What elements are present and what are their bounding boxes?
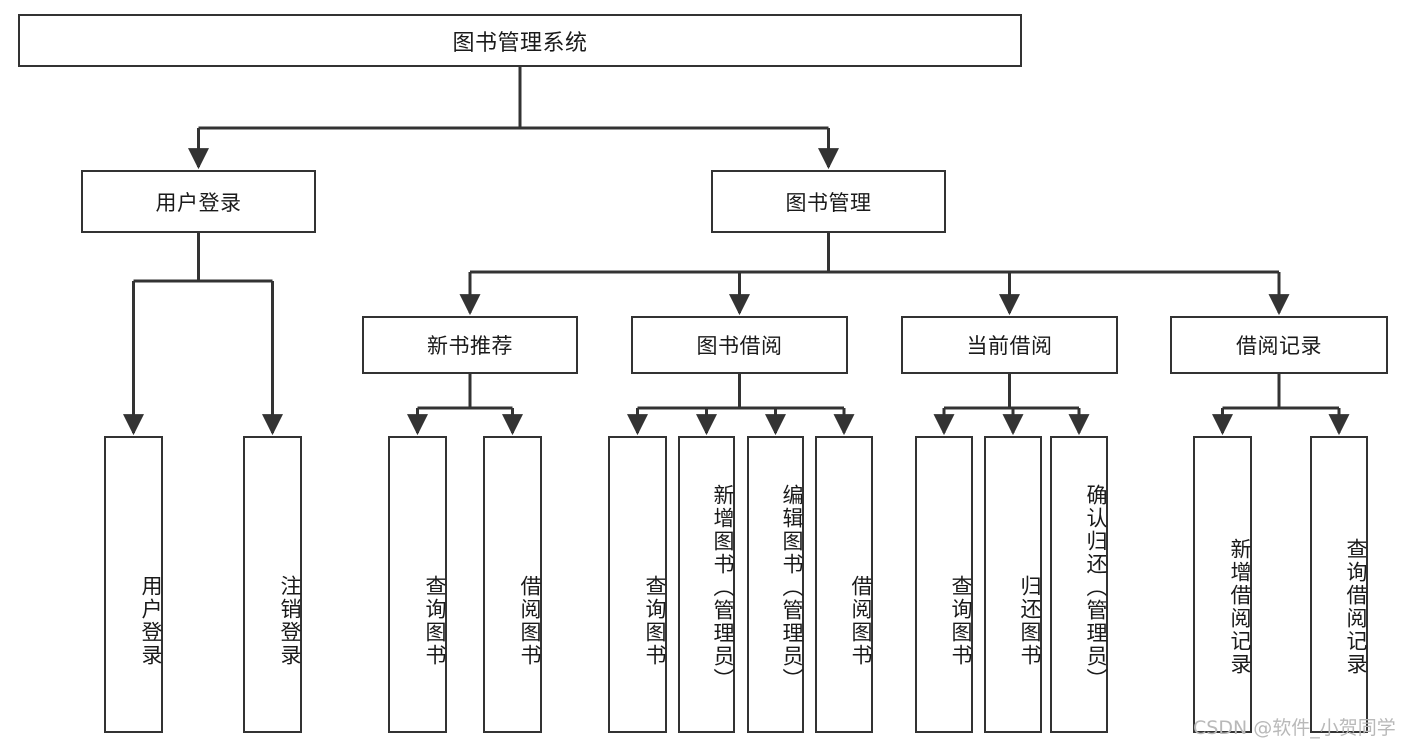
node-label: 确认归还（管理员）	[1084, 484, 1108, 691]
node-leaf-add-borrow-record[interactable]: 新增借阅记录	[1193, 436, 1252, 733]
node-borrow-record[interactable]: 借阅记录	[1170, 316, 1388, 374]
node-leaf-query-book-1[interactable]: 查询图书	[388, 436, 447, 733]
node-leaf-borrow-book-1[interactable]: 借阅图书	[483, 436, 542, 733]
node-root[interactable]: 图书管理系统	[18, 14, 1022, 67]
node-current-borrow[interactable]: 当前借阅	[901, 316, 1118, 374]
node-leaf-user-login[interactable]: 用户登录	[104, 436, 163, 733]
node-label: 图书管理	[785, 190, 872, 215]
node-leaf-query-book-2[interactable]: 查询图书	[608, 436, 667, 733]
node-label: 编辑图书（管理员）	[780, 484, 804, 691]
node-label: 用户登录	[139, 574, 163, 667]
node-user-login[interactable]: 用户登录	[81, 170, 316, 233]
node-label: 借阅记录	[1236, 334, 1322, 358]
node-label: 查询图书	[949, 574, 973, 667]
node-book-borrow[interactable]: 图书借阅	[631, 316, 848, 374]
node-leaf-logout[interactable]: 注销登录	[243, 436, 302, 733]
node-label: 查询图书	[423, 574, 447, 667]
node-label: 借阅图书	[518, 574, 542, 667]
node-label: 新书推荐	[427, 334, 513, 358]
node-label: 注销登录	[278, 574, 302, 667]
node-label: 用户登录	[155, 190, 242, 215]
node-label: 借阅图书	[849, 574, 873, 667]
node-leaf-query-book-3[interactable]: 查询图书	[915, 436, 973, 733]
node-label: 查询图书	[643, 574, 667, 667]
csdn-watermark: CSDN @软件_小贺同学	[1193, 717, 1396, 739]
node-label: 归还图书	[1018, 574, 1042, 667]
node-leaf-confirm-return-admin[interactable]: 确认归还（管理员）	[1050, 436, 1108, 733]
node-label: 当前借阅	[966, 334, 1053, 358]
node-label: 图书管理系统	[452, 30, 588, 56]
node-label: 查询借阅记录	[1344, 537, 1368, 676]
node-leaf-borrow-book-2[interactable]: 借阅图书	[815, 436, 873, 733]
node-leaf-return-book[interactable]: 归还图书	[984, 436, 1042, 733]
node-leaf-query-borrow-record[interactable]: 查询借阅记录	[1310, 436, 1368, 733]
node-leaf-edit-book-admin[interactable]: 编辑图书（管理员）	[747, 436, 804, 733]
node-book-manage[interactable]: 图书管理	[711, 170, 946, 233]
node-new-book-recommend[interactable]: 新书推荐	[362, 316, 578, 374]
node-label: 图书借阅	[696, 334, 783, 358]
node-leaf-add-book-admin[interactable]: 新增图书（管理员）	[678, 436, 735, 733]
node-label: 新增图书（管理员）	[711, 484, 735, 691]
node-label: 新增借阅记录	[1228, 537, 1252, 676]
